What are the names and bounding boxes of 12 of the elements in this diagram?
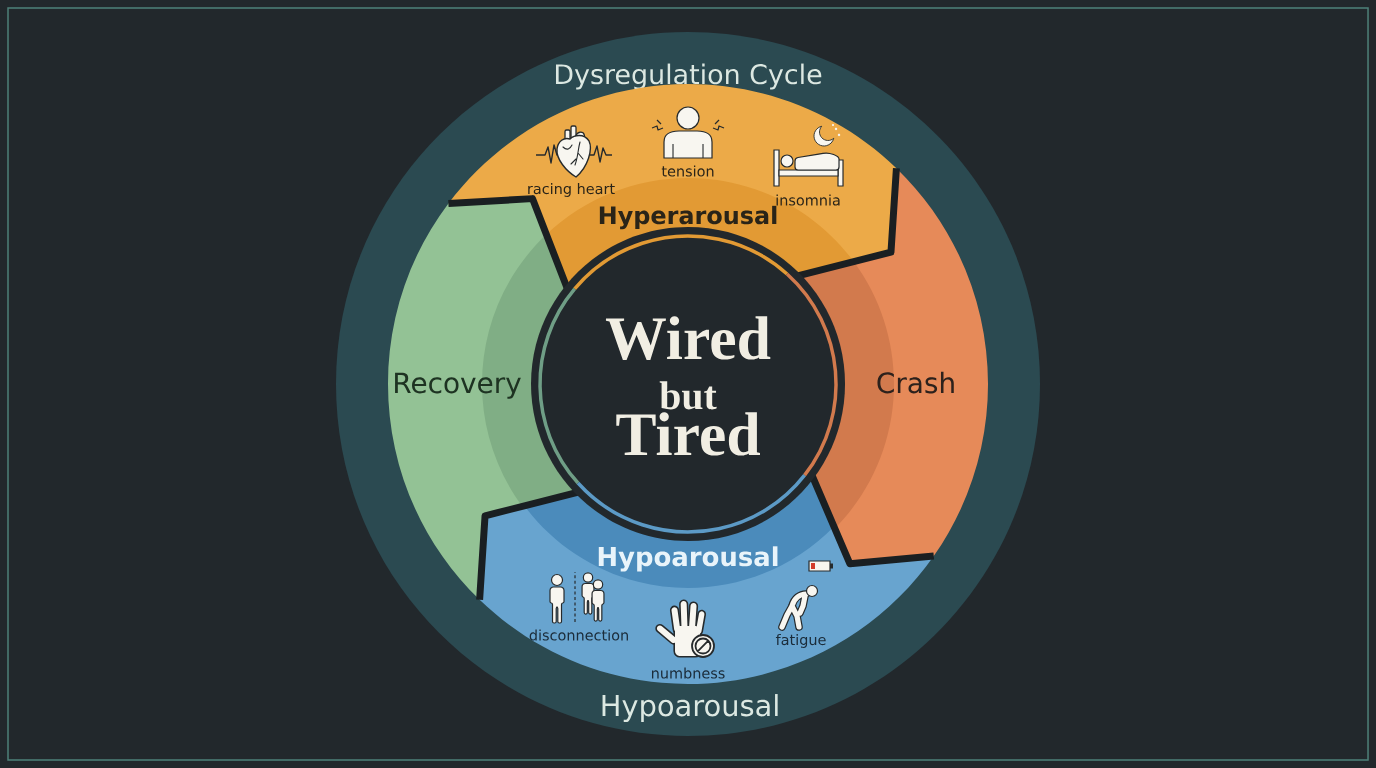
stage-label: Recovery [395,372,521,399]
symptom-label: disconnection [529,629,628,641]
stage-label: Crash [877,371,954,394]
ring-label: Dysregulation Cycle [556,63,822,90]
symptom-label: insomnia [776,194,840,206]
ring-label: Hypoarousal [602,694,778,722]
stage-label: Hyperarousal [599,205,777,230]
symptom-label: racing heart [528,183,615,197]
symptom-label: numbness [652,667,725,679]
symptom-label: fatigue [775,634,826,648]
stage-label: Hypoarousal [598,546,778,572]
symptom-label: tension [661,165,714,177]
